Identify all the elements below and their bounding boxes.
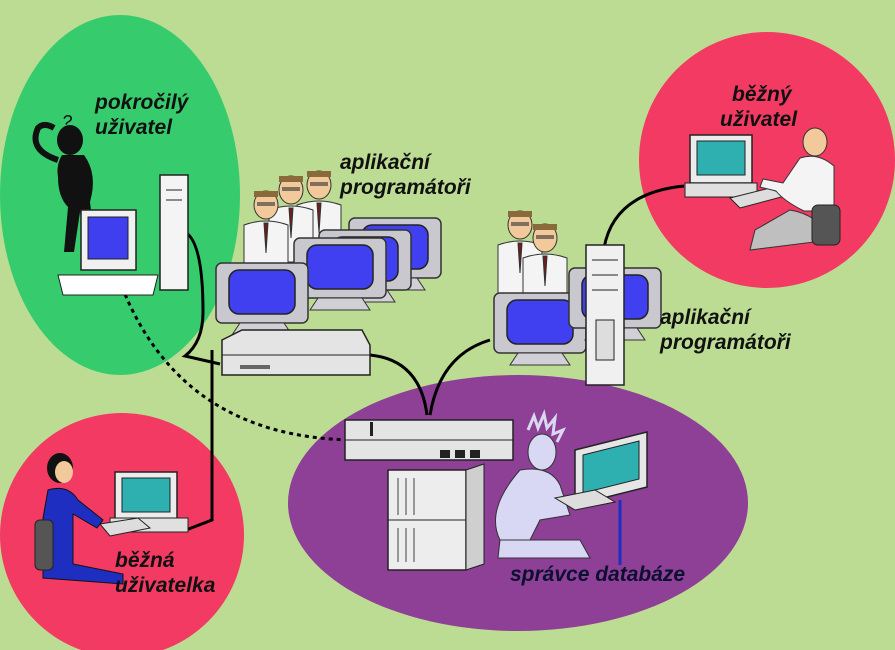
regular-user-zone [639,32,895,288]
label-line: uživatel [95,116,173,139]
label-advanced-user: pokročilý uživatel [95,90,188,140]
db-admin-terminal-icon [553,431,648,565]
label-regular-user-female: běžná uživatelka [115,548,215,598]
server-icon [585,244,625,386]
network-hub-icon [221,329,371,376]
cable-hub-to-server [369,353,429,416]
label-line: správce databáze [510,563,686,586]
svg-text:?: ? [62,112,72,132]
central-hub-icon [344,419,514,461]
regular-user-female-workstation-icon [34,453,189,585]
database-server-icon [387,463,485,571]
cable-programmers2-to-user [602,184,685,249]
label-app-programmers-1: aplikační programátoři [340,150,471,200]
regular-user-workstation-icon [684,127,841,251]
label-line: běžná [115,549,175,572]
cable-server-to-programmers2 [428,338,491,416]
label-db-admin: správce databáze [510,562,685,587]
cable-advanced-to-hub [181,230,221,366]
cable-advanced-dotted-link [120,286,353,442]
label-line: běžný [732,83,792,106]
label-line: aplikační [340,151,430,174]
label-line: programátoři [660,331,791,354]
label-regular-user: běžný uživatel [720,82,797,132]
label-line: programátoři [340,176,471,199]
db-admin-person-icon [495,409,591,559]
programmers-group-2-icon [493,210,662,386]
advanced-workstation-icon [57,174,189,296]
cable-hub-to-female-user [185,350,214,532]
label-line: uživatelka [115,574,216,597]
label-app-programmers-2: aplikační programátoři [660,305,791,355]
label-line: pokročilý [95,91,189,114]
label-line: uživatel [720,108,798,131]
label-line: aplikační [660,306,750,329]
